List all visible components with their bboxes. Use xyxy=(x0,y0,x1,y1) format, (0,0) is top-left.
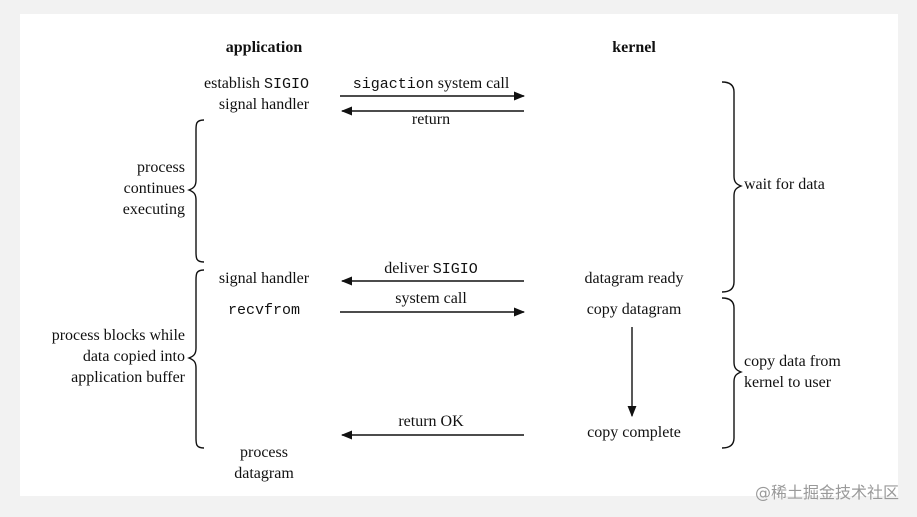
process-continues-line-1: process xyxy=(137,159,185,176)
diagram-card xyxy=(20,14,898,496)
process-blocks-line-2: data copied into xyxy=(82,348,185,365)
signal-handler-label-2: signal handler xyxy=(218,270,310,287)
process-label: process xyxy=(240,444,288,461)
watermark: @稀土掘金技术社区 xyxy=(754,483,899,502)
sigaction-system-call-label: sigaction system call xyxy=(352,75,510,93)
copy-complete-label: copy complete xyxy=(587,424,681,441)
header-application: application xyxy=(225,39,303,56)
process-continues-line-3: executing xyxy=(122,201,185,218)
return-label: return xyxy=(411,111,451,128)
signal-handler-label-1: signal handler xyxy=(218,96,310,113)
copy-datagram-label: copy datagram xyxy=(586,301,682,318)
brace-copy-data xyxy=(721,297,743,449)
datagram-ready-label: datagram ready xyxy=(584,270,684,287)
return-ok-label: return OK xyxy=(398,413,464,430)
datagram-label: datagram xyxy=(234,465,294,482)
process-blocks-line-3: application buffer xyxy=(71,369,185,386)
brace-process-blocks xyxy=(187,269,205,449)
system-call-label: system call xyxy=(395,290,467,307)
brace-process-continues xyxy=(187,119,205,263)
copy-data-line-1: copy data from xyxy=(744,353,841,370)
process-continues-line-2: continues xyxy=(123,180,185,197)
copy-data-line-2: kernel to user xyxy=(744,374,832,391)
process-blocks-line-1: process blocks while xyxy=(51,327,185,344)
recvfrom-label: recvfrom xyxy=(227,302,300,319)
brace-wait-for-data xyxy=(721,81,743,293)
establish-sigio-label: establish SIGIO xyxy=(204,75,310,93)
wait-for-data-label: wait for data xyxy=(744,176,825,193)
deliver-sigio-label: deliver SIGIO xyxy=(384,260,478,278)
header-kernel: kernel xyxy=(612,39,656,56)
